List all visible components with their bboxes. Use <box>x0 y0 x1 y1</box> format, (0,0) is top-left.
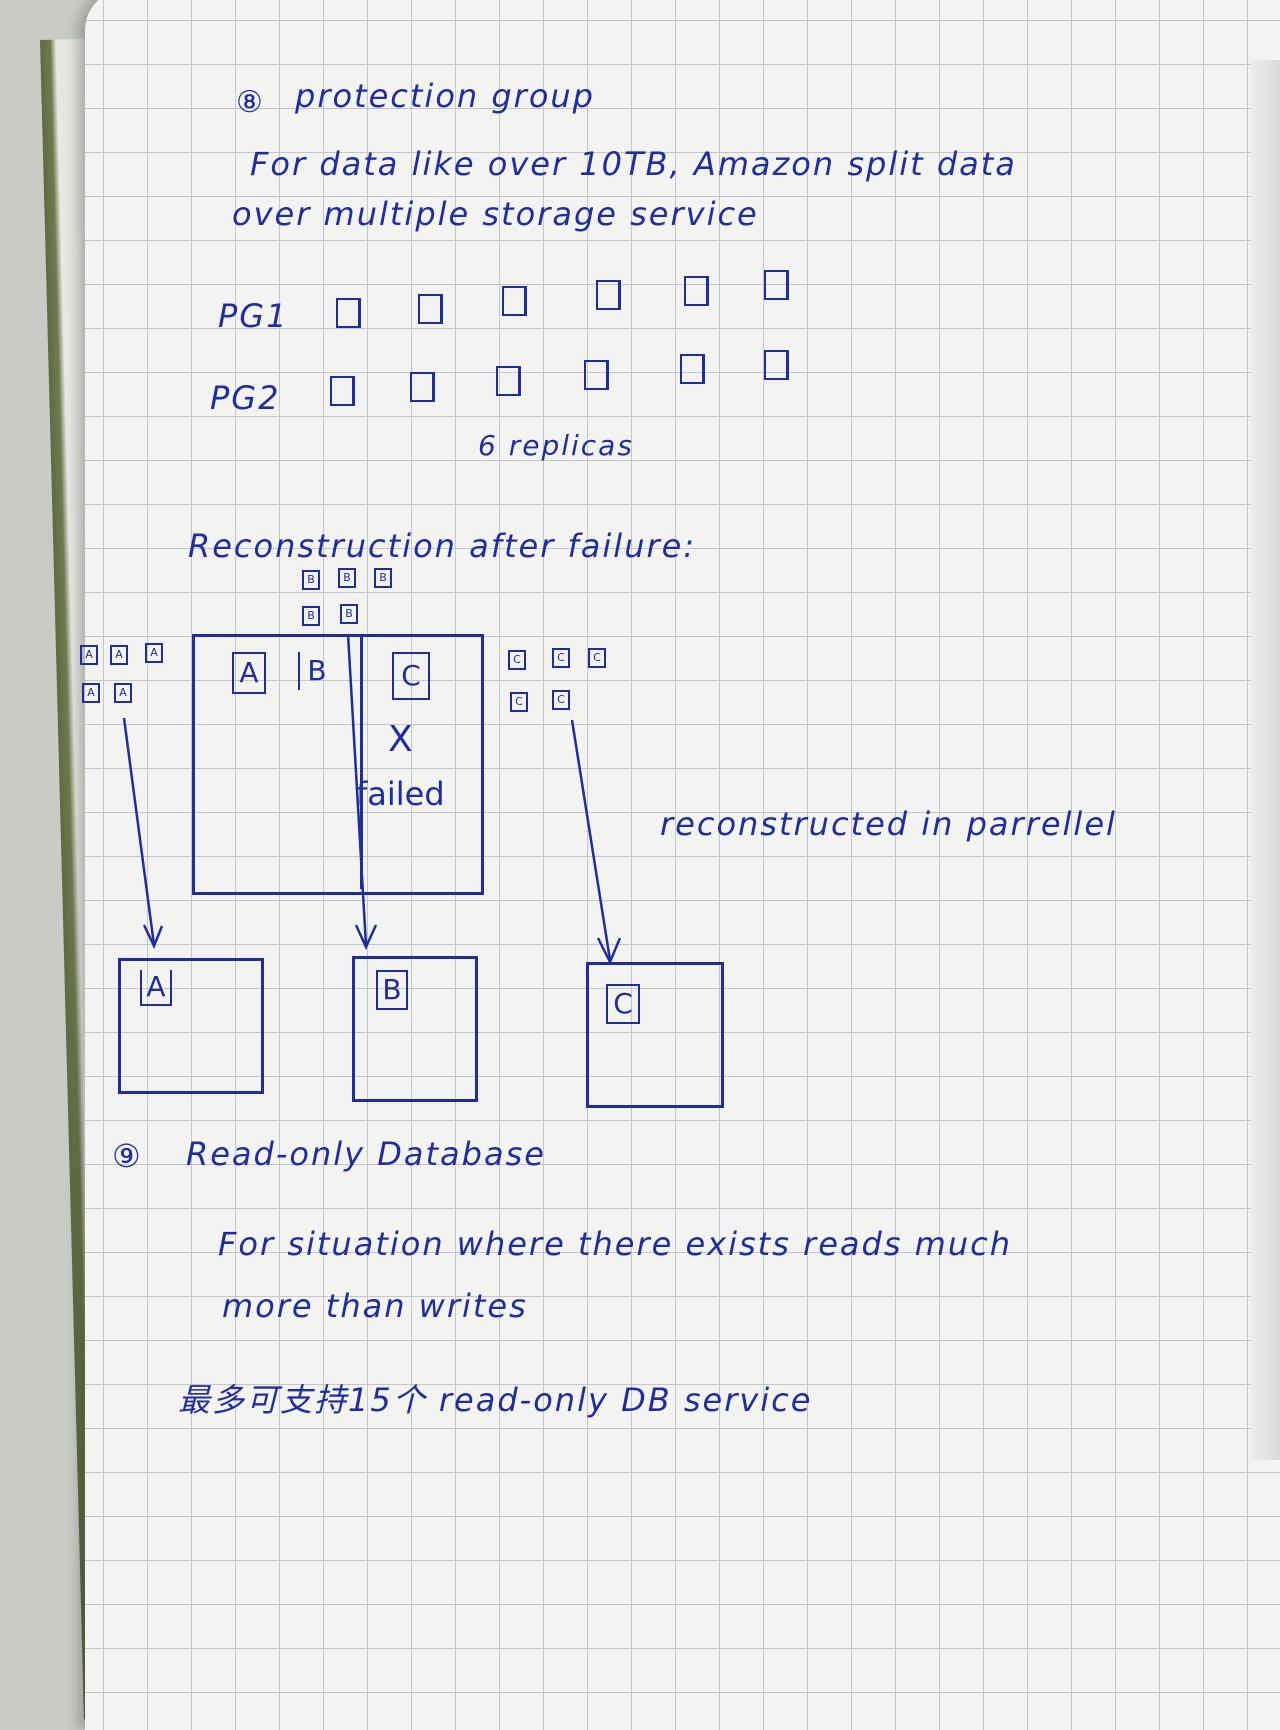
mini-c-replica: C <box>588 648 606 668</box>
mini-b-replica: B <box>374 568 392 588</box>
mini-c-replica: C <box>510 692 528 712</box>
block-b: B <box>298 652 334 690</box>
arrow-to-target-a <box>122 717 156 946</box>
next-page-edge <box>1251 60 1280 1460</box>
block-a: A <box>232 652 266 694</box>
arrow-to-target-b <box>346 633 368 946</box>
mini-a-replica: A <box>114 683 132 703</box>
section-9-line-1: For situation where there exists reads m… <box>218 1225 1012 1263</box>
pg2-replica <box>680 354 705 384</box>
target-block-b: B <box>376 970 408 1010</box>
mini-b-replica: B <box>302 570 320 590</box>
pg1-replica <box>764 270 789 300</box>
parallel-note: reconstructed in parrellel <box>660 805 1117 843</box>
mini-a-replica: A <box>80 645 98 665</box>
mini-c-replica: C <box>508 650 526 670</box>
block-c-failed: C <box>392 652 430 700</box>
reconstruction-heading: Reconstruction after failure: <box>188 527 697 565</box>
target-node-b <box>352 956 478 1102</box>
storage-node-box <box>192 634 484 895</box>
section-9-number: ⑨ <box>112 1137 143 1175</box>
section-9-line-3: 最多可支持15个 read-only DB service <box>178 1381 813 1419</box>
target-node-a <box>118 958 264 1094</box>
pg1-replica <box>336 298 361 328</box>
mini-a-replica: A <box>145 643 163 663</box>
storage-node-divider <box>360 634 363 889</box>
replicas-caption: 6 replicas <box>478 429 634 462</box>
mini-a-replica: A <box>82 683 100 703</box>
mini-b-replica: B <box>338 568 356 588</box>
pg2-replica <box>496 366 521 396</box>
section-8-line-2: over multiple storage service <box>232 195 759 233</box>
pg1-replica <box>418 294 443 324</box>
section-9-title: Read-only Database <box>186 1135 546 1173</box>
pg1-replica <box>502 286 527 316</box>
pg2-replica <box>764 350 789 380</box>
mini-b-replica: B <box>302 606 320 626</box>
target-block-c: C <box>606 984 640 1024</box>
target-block-a: A <box>140 970 172 1006</box>
mini-c-replica: C <box>552 648 570 668</box>
section-8-line-1: For data like over 10TB, Amazon split da… <box>250 145 1017 183</box>
pg2-replica <box>410 372 435 402</box>
pg1-label: PG1 <box>218 297 289 335</box>
target-node-c <box>586 962 724 1108</box>
fail-mark: X <box>388 719 415 760</box>
mini-c-replica: C <box>552 690 570 710</box>
pg1-replica <box>684 276 709 306</box>
mini-b-replica: B <box>340 604 358 624</box>
pg2-label: PG2 <box>210 379 281 417</box>
failed-label: failed <box>356 775 445 813</box>
arrow-to-target-c <box>570 719 612 961</box>
section-8-number: ⑧ <box>236 85 265 120</box>
pg2-replica <box>330 376 355 406</box>
pg1-replica <box>596 280 621 310</box>
section-9-line-2: more than writes <box>222 1287 528 1325</box>
section-8-title: protection group <box>295 77 595 115</box>
notebook-page <box>85 0 1280 1730</box>
pg2-replica <box>584 360 609 390</box>
mini-a-replica: A <box>110 645 128 665</box>
